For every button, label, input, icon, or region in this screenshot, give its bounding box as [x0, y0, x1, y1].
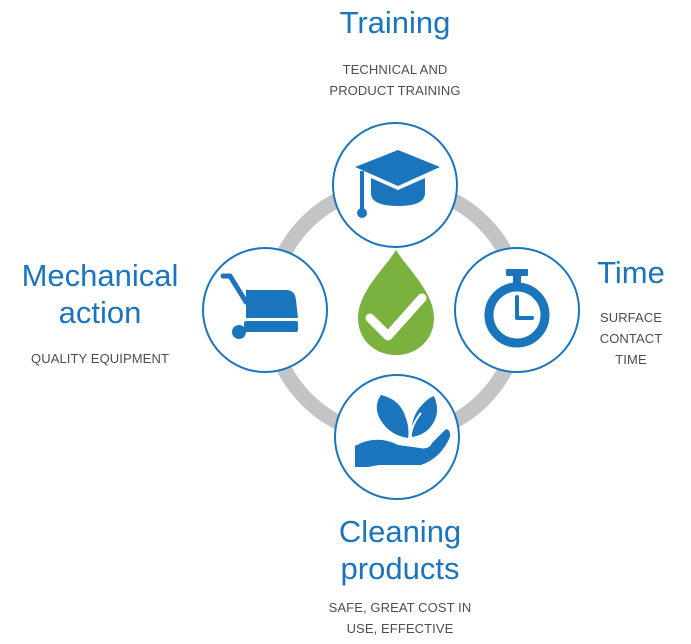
- mechanical-subtitle: QUALITY EQUIPMENT: [5, 348, 195, 369]
- time-subtitle-line: CONTACT: [599, 331, 663, 346]
- cleaning-subtitle-line: SAFE, GREAT COST IN: [328, 600, 472, 615]
- mechanical-title-line: Mechanical: [21, 258, 179, 293]
- training-title: Training: [339, 5, 451, 40]
- hand-leaves-icon: [355, 395, 451, 467]
- cleaning-title-line: products: [340, 551, 460, 586]
- floor-scrubber-icon: [220, 273, 298, 339]
- time-title: Time: [597, 255, 665, 290]
- training-subtitle: TECHNICAL AND PRODUCT TRAINING: [295, 59, 495, 101]
- cleaning-subtitle-line: USE, EFFECTIVE: [346, 621, 454, 636]
- green-drop-check-icon: [358, 250, 434, 355]
- mechanical-title-line: action: [58, 295, 142, 330]
- mechanical-node: [202, 247, 328, 373]
- time-subtitle: SURFACE CONTACT TIME: [581, 307, 681, 370]
- time-node: [454, 247, 580, 373]
- mechanical-title: Mechanical action: [5, 257, 195, 331]
- mechanical-subtitle-line: QUALITY EQUIPMENT: [31, 351, 169, 366]
- stopwatch-icon: [484, 269, 550, 348]
- time-subtitle-line: TIME: [615, 352, 647, 367]
- cleaning-title-line: Cleaning: [338, 514, 462, 549]
- cleaning-node: [334, 374, 460, 500]
- graduation-cap-icon: [355, 150, 440, 218]
- cleaning-subtitle: SAFE, GREAT COST IN USE, EFFECTIVE: [295, 597, 505, 639]
- cleaning-title: Cleaning products: [295, 513, 505, 587]
- time-subtitle-line: SURFACE: [599, 310, 663, 325]
- training-node: [332, 122, 458, 248]
- training-subtitle-line: PRODUCT TRAINING: [329, 83, 461, 98]
- training-subtitle-line: TECHNICAL AND: [342, 62, 448, 77]
